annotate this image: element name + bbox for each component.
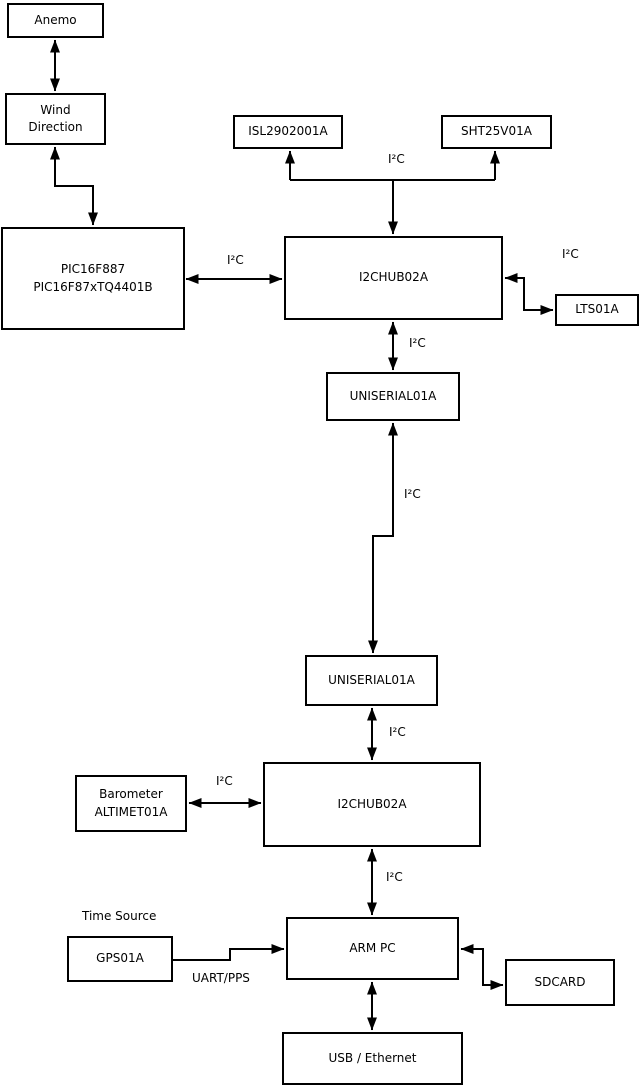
edge-label-i2c-uniserial-hub2: I²C (389, 725, 406, 739)
node-uniserial01a-top: UNISERIAL01A (326, 372, 460, 421)
edge-label-i2c-pic-hub: I²C (227, 253, 244, 267)
node-isl2902001a: ISL2902001A (233, 115, 343, 149)
node-i2chub02a-top: I2CHUB02A (284, 236, 503, 320)
edge-label-uart-pps: UART/PPS (192, 971, 250, 985)
connector-uniserial1-uniserial2 (368, 422, 398, 654)
edge-label-i2c-barometer: I²C (216, 774, 233, 788)
node-lts01a: LTS01A (555, 294, 639, 326)
node-arm-pc: ARM PC (286, 917, 459, 980)
node-pic16f887: PIC16F887 PIC16F87xTQ4401B (1, 227, 185, 330)
edge-label-i2c-hub2-armpc: I²C (386, 870, 403, 884)
edge-label-i2c-hub-uniserial: I²C (409, 336, 426, 350)
node-wind-direction: Wind Direction (5, 93, 106, 145)
node-anemo: Anemo (7, 3, 104, 38)
node-sht25v01a: SHT25V01A (441, 115, 552, 149)
node-barometer-altimet01a: Barometer ALTIMET01A (75, 775, 187, 832)
edge-label-i2c-sensor-bus: I²C (388, 152, 405, 166)
edge-label-i2c-long-link: I²C (404, 487, 421, 501)
node-uniserial01a-bottom: UNISERIAL01A (305, 655, 438, 706)
connector-gps-armpc (173, 944, 285, 961)
node-usb-ethernet: USB / Ethernet (282, 1032, 463, 1085)
edge-label-i2c-lts: I²C (562, 247, 579, 261)
node-gps01a: GPS01A (67, 936, 173, 982)
connector-wind-pic (50, 146, 98, 226)
connector-armpc-sdcard (460, 944, 504, 990)
edge-label-time-source: Time Source (82, 909, 157, 923)
connector-i2chub1-lts (504, 273, 554, 315)
node-sdcard: SDCARD (505, 959, 615, 1006)
node-i2chub02a-bottom: I2CHUB02A (263, 762, 481, 847)
